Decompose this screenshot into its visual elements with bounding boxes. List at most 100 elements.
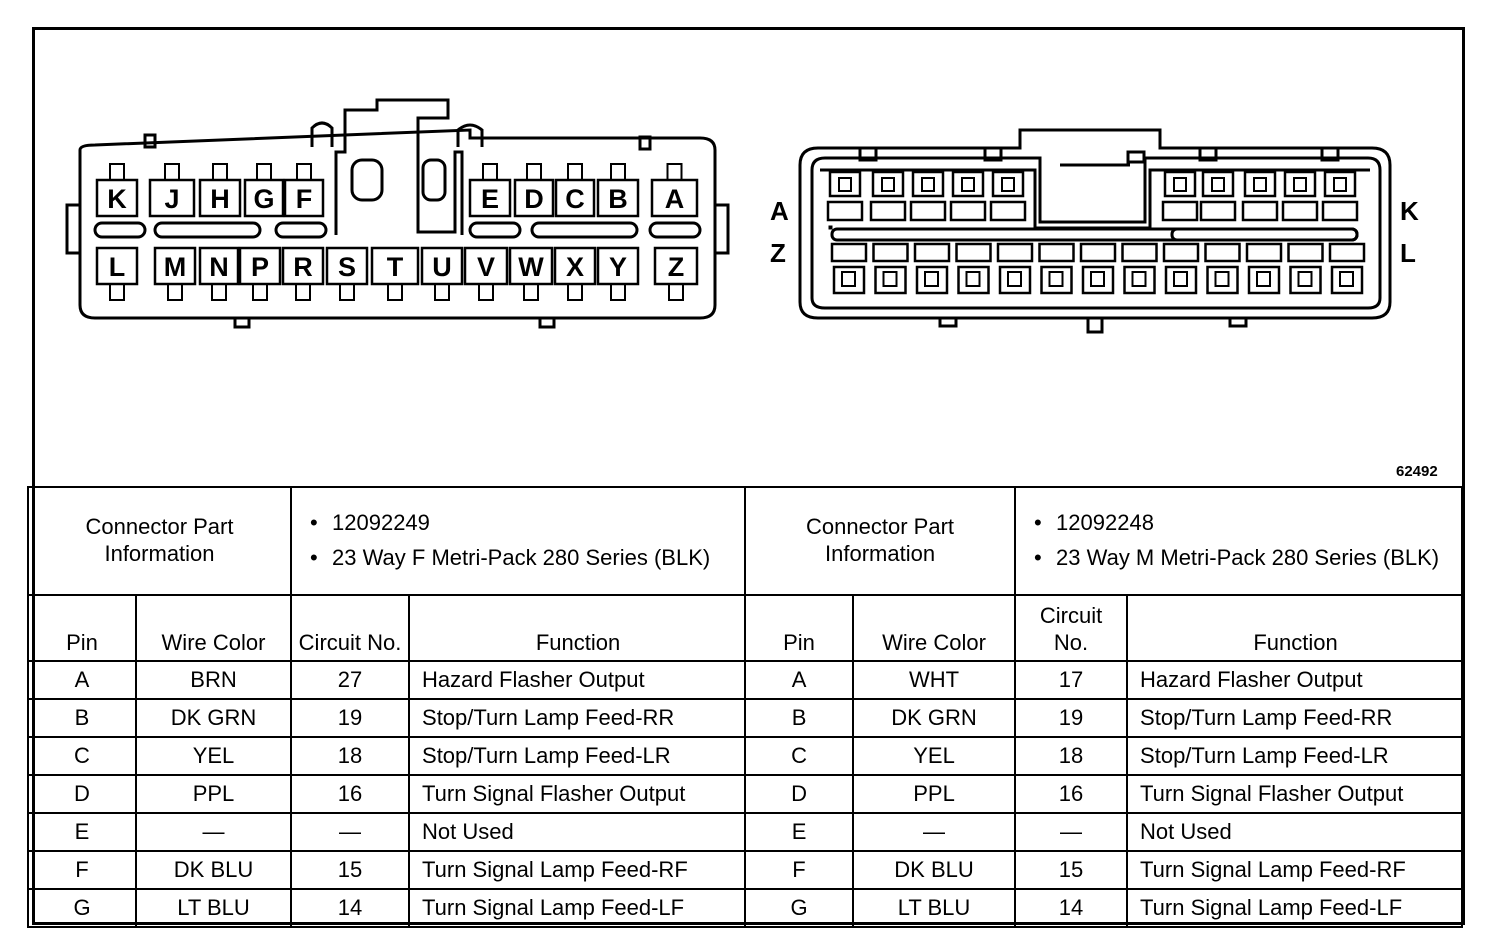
cavity-seal [913,242,951,263]
left-pin-l: L [95,246,139,286]
left-pin-h-label: H [210,184,230,214]
circuit-cell: 15 [290,850,411,890]
cavity-inner [1001,177,1015,192]
wire-color-cell: DK BLU [852,850,1017,890]
cavity [1289,265,1322,295]
cavity [871,170,905,198]
wire-color-cell: WHT [852,660,1017,700]
cavity-inner [961,177,975,192]
cavity-seal [1162,242,1200,263]
cavity [828,170,862,198]
cavity-seal [1281,200,1319,222]
right-label-z: Z [770,238,786,268]
cavity-inner [882,271,898,287]
cavity-seal [1241,200,1279,222]
function-cell: Turn Signal Lamp Feed-LF [408,888,747,928]
wire-color-cell: — [134,812,293,852]
left-pin-b: B [596,178,640,218]
cavity [1040,265,1073,295]
left-pin-p: P [238,246,282,286]
terminal-notch [295,283,311,301]
left-info-label: Connector Part Information [26,486,293,596]
left-part-info: 12092249 23 Way F Metri-Pack 280 Series … [290,486,747,596]
cavity-inner [1173,271,1188,287]
cavity-seal [872,242,909,263]
right-part-number: 12092248 [1034,509,1451,538]
cavity-seal [869,200,907,222]
function-cell: Hazard Flasher Output [408,660,747,700]
left-pin-z: Z [653,246,699,286]
terminal-notch [668,283,684,301]
cavity-seal [1328,242,1366,263]
right-header-function: Function [1126,594,1464,662]
cavity [911,170,945,198]
cavity-seal [1161,200,1199,222]
pin-cell: F [744,850,855,890]
wire-color-cell: DK BLU [134,850,293,890]
cavity-seal [1079,242,1117,263]
terminal-notch [387,283,403,301]
terminal-notch [434,283,450,301]
function-cell: Turn Signal Lamp Feed-RF [408,850,747,890]
left-pin-a: A [650,178,699,218]
cavity-inner [881,177,895,192]
left-pin-s: S [325,246,369,286]
terminal-notch [109,163,125,181]
terminal-notch [478,283,494,301]
left-pin-e: E [468,178,512,218]
left-pin-r-label: R [293,252,313,282]
left-pin-y-label: Y [609,252,627,282]
cavity-inner [1253,177,1267,192]
cavity [915,265,949,295]
cavity [1123,265,1156,295]
cavity [874,265,907,295]
left-pin-z-label: Z [668,252,685,282]
cavity [998,265,1032,295]
wire-color-cell: BRN [134,660,293,700]
terminal-notch [256,163,272,181]
left-header-wire-color: Wire Color [134,594,293,662]
cavity [1163,170,1197,198]
terminal-notch [167,283,183,301]
cavity-inner [1131,271,1147,287]
left-pin-u-label: U [432,252,452,282]
left-pin-p-label: P [251,252,269,282]
connector-table: Connector Part Information 12092249 23 W… [26,486,1464,928]
right-pin-cavities [826,170,1366,295]
function-cell: Not Used [408,812,747,852]
left-pin-a-label: A [665,184,685,214]
terminal-notch [610,283,626,301]
cavity [832,265,866,295]
left-pin-m: M [153,246,197,286]
circuit-cell: 18 [1014,736,1129,776]
circuit-cell: — [290,812,411,852]
cavity [951,170,985,198]
terminal-notch [109,283,125,301]
cavity-seal [989,200,1027,222]
terminal-notch [567,283,583,301]
cavity-inner [1048,271,1064,287]
cavity-inner [1007,271,1022,287]
cavity [1283,170,1317,198]
cavity-inner [924,271,939,287]
left-pin-v: V [463,246,509,286]
cavity-seal [1038,242,1075,263]
cavity [1330,265,1364,295]
terminal-notch [666,163,683,181]
right-header-wire-color: Wire Color [852,594,1017,662]
left-pin-d-label: D [524,184,544,214]
left-header-pin: Pin [27,594,137,662]
terminal-notch [339,283,355,301]
left-pin-b-label: B [608,184,628,214]
terminal-notch [482,163,498,181]
pin-cell: F [27,850,137,890]
left-header-function: Function [408,594,747,662]
cavity-seal [949,200,987,222]
cavity-inner [838,177,852,192]
left-pin-y: Y [596,246,640,286]
left-pin-w-label: W [518,252,544,282]
